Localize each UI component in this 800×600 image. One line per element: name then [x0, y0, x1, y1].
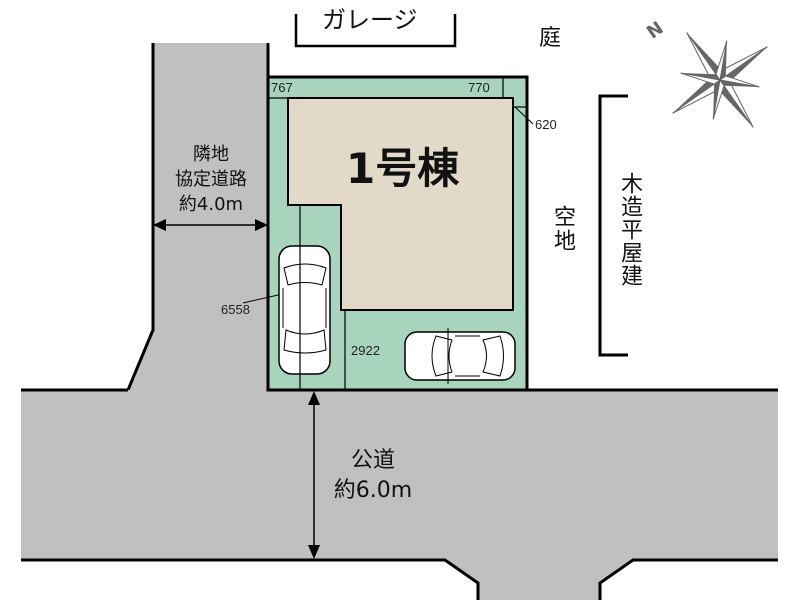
vacant-lot-label: 空地: [550, 205, 575, 253]
building-1: [287, 97, 514, 311]
garage-bracket: [294, 14, 457, 48]
dim-top-right: 770: [468, 80, 490, 95]
side-road-label: 隣地 協定道路 約4.0m: [158, 142, 264, 217]
building-label: 1号棟: [346, 144, 460, 193]
dim-front-parking: 2922: [351, 343, 380, 358]
front-road-label: 公道 約6.0m: [318, 446, 428, 506]
side-road-line3: 約4.0m: [178, 194, 244, 215]
front-road: [21, 390, 778, 600]
dim-left-parking: 6558: [221, 302, 250, 317]
front-road-width-arrow: [308, 391, 320, 559]
dim-top-left: 767: [271, 80, 293, 95]
neighbor-house-label: 木造平屋建: [617, 172, 642, 287]
side-road-line1: 隣地: [193, 144, 229, 165]
car-bottom-icon: [404, 328, 516, 384]
car-left-icon: [278, 245, 331, 375]
side-road-line2: 協定道路: [175, 169, 247, 190]
side-road-width-arrow: [153, 219, 268, 231]
garage-label: ガレージ: [322, 6, 418, 34]
neighbor-bracket: [598, 94, 628, 357]
garden-label: 庭: [539, 26, 562, 51]
dim-right-setback: 620: [535, 117, 557, 132]
compass-rose-icon: [672, 32, 768, 128]
front-road-line1: 公道: [350, 448, 395, 473]
front-road-line2: 約6.0m: [333, 478, 413, 503]
side-road: [128, 43, 268, 390]
